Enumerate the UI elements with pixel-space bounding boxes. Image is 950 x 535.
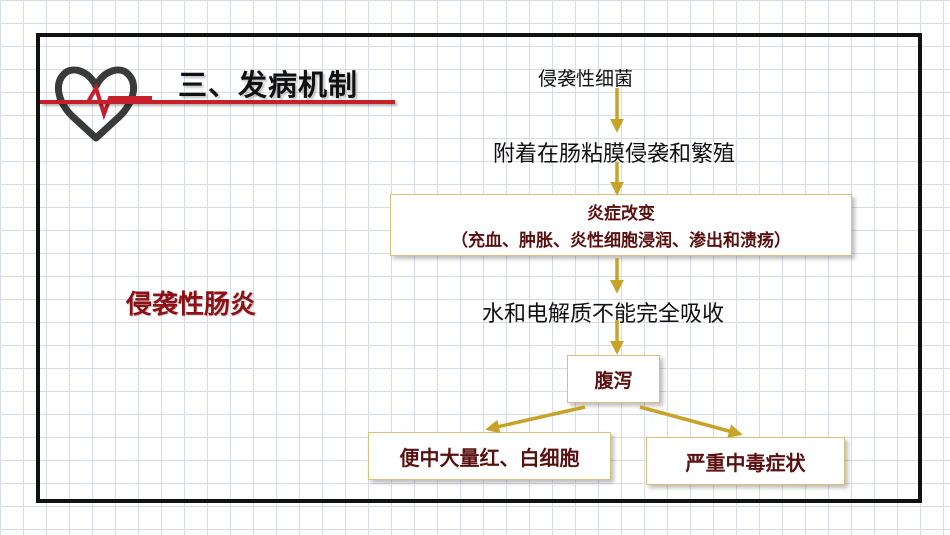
- side-label: 侵袭性肠炎: [126, 290, 257, 320]
- page-title: 三、发病机制: [178, 68, 359, 102]
- diarrhea-label: 腹泻: [594, 369, 633, 392]
- arrow-diarrhea-to-toxic-symptoms: [639, 405, 743, 438]
- arrow-diarrhea-to-blood-cells: [485, 405, 586, 434]
- flow-step-absorption: 水和电解质不能完全吸收: [482, 302, 725, 327]
- inflammation-detail: （充血、肿胀、炎性细胞浸润、渗出和溃疡）: [451, 231, 791, 251]
- toxic-symptoms-label: 严重中毒症状: [685, 450, 806, 475]
- title-underline: [40, 100, 395, 104]
- flow-box-toxic-symptoms: 严重中毒症状: [646, 437, 845, 485]
- flow-box-diarrhea: 腹泻: [567, 355, 660, 403]
- flow-box-blood-cells: 便中大量红、白细胞: [368, 432, 611, 480]
- inflammation-title: 炎症改变: [587, 204, 655, 224]
- blood-cells-label: 便中大量红、白细胞: [399, 445, 580, 470]
- flow-step-bacteria: 侵袭性细菌: [538, 68, 634, 90]
- flow-step-adhesion: 附着在肠粘膜侵袭和繁殖: [493, 142, 736, 167]
- slide-frame: [36, 33, 922, 503]
